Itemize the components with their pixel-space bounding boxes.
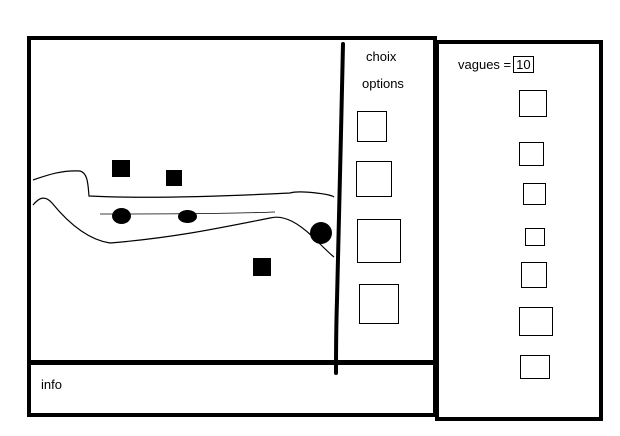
info-bar xyxy=(27,361,437,417)
option-slot[interactable] xyxy=(357,219,401,263)
wave-slot[interactable] xyxy=(519,90,547,117)
options-label: options xyxy=(362,76,404,91)
waves-counter: vagues =10 xyxy=(458,56,534,73)
wave-slot[interactable] xyxy=(523,183,546,205)
wave-slot[interactable] xyxy=(521,262,547,288)
enemy-icon xyxy=(112,208,131,224)
panel-divider xyxy=(334,42,345,375)
option-slot[interactable] xyxy=(359,284,399,324)
wave-slot[interactable] xyxy=(519,142,544,166)
info-label: info xyxy=(41,377,62,392)
waves-label: vagues = xyxy=(458,57,512,72)
option-slot[interactable] xyxy=(357,111,387,142)
enemy-icon xyxy=(178,210,197,223)
wave-slot[interactable] xyxy=(519,307,553,336)
tower-icon[interactable] xyxy=(253,258,271,276)
tower-icon[interactable] xyxy=(112,160,130,177)
choices-label: choix xyxy=(366,49,397,64)
wave-slot[interactable] xyxy=(520,355,550,379)
tower-icon[interactable] xyxy=(166,170,182,186)
option-slot[interactable] xyxy=(356,161,392,197)
wave-slot[interactable] xyxy=(525,228,545,246)
waves-count-box: 10 xyxy=(513,56,534,73)
enemy-icon xyxy=(310,222,332,244)
waves-panel xyxy=(435,40,603,421)
